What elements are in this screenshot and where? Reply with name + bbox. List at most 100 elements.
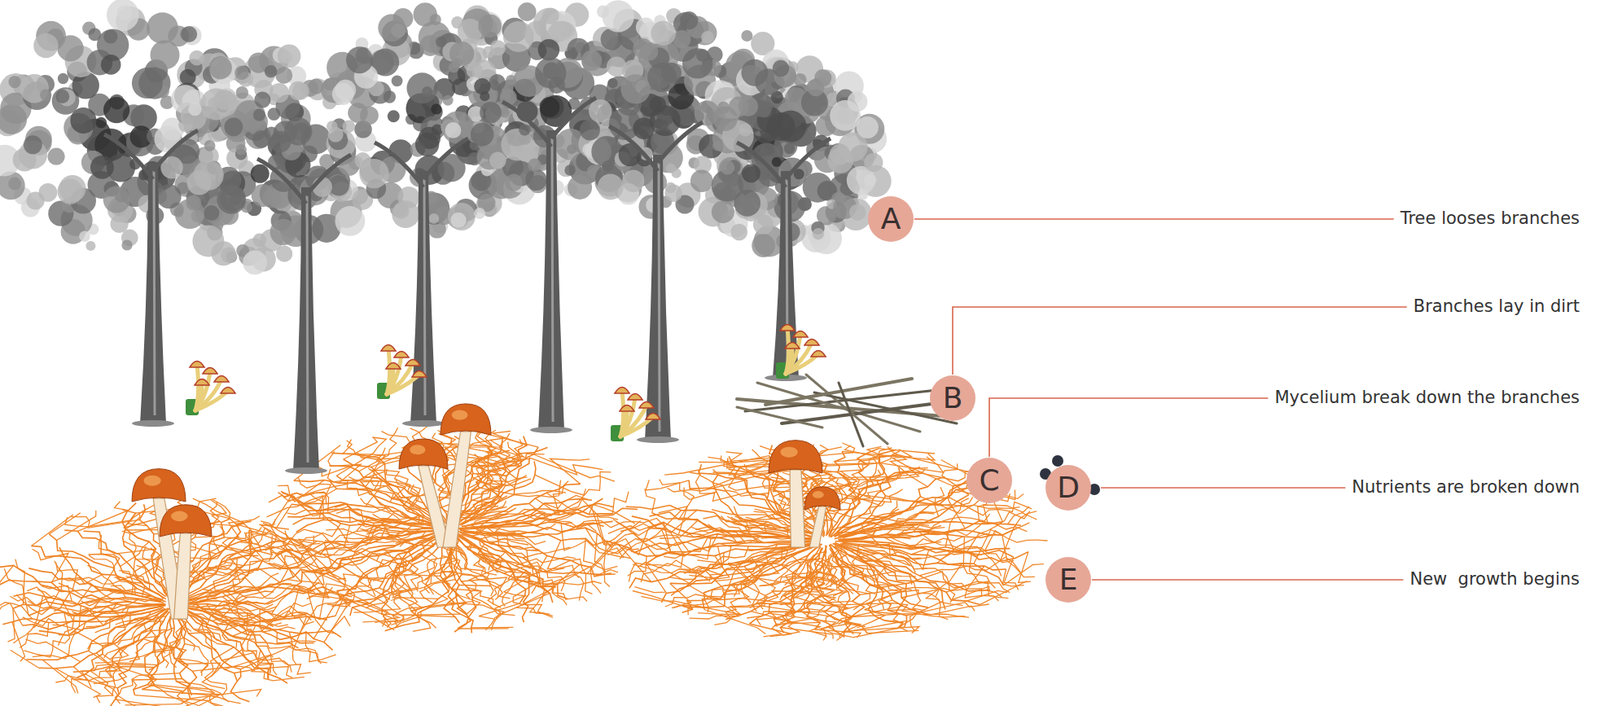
- mycelium-strand: [180, 569, 323, 603]
- mycelium-strand: [460, 568, 502, 587]
- tree-foliage: [606, 56, 627, 78]
- mycelium-strand: [0, 565, 14, 590]
- tree-root-shadow: [131, 420, 175, 427]
- mycelium-strand: [731, 513, 776, 521]
- tree-foliage: [445, 122, 462, 139]
- tree-branch: [657, 122, 703, 163]
- mycelium-strand: [448, 602, 505, 619]
- tree-root-shadow: [636, 436, 680, 443]
- tree-foliage: [473, 207, 486, 220]
- mycelium-strand: [688, 556, 729, 579]
- tree-foliage: [717, 101, 730, 114]
- mycelium-strand: [859, 587, 940, 597]
- tree-foliage: [479, 101, 502, 124]
- tree-foliage: [236, 144, 247, 155]
- mycelium-strand: [83, 530, 167, 599]
- mycelium-strand: [98, 534, 156, 554]
- branch-stick: [838, 382, 864, 447]
- mycelium-strand: [342, 440, 406, 459]
- mycelium-strand: [1002, 534, 1021, 573]
- mycelium-strand: [58, 605, 82, 636]
- mycelium-strand: [980, 581, 1028, 605]
- mycelium-strand: [456, 530, 612, 577]
- mycelium-strand: [492, 431, 528, 446]
- mycelium-strand: [336, 507, 388, 513]
- tree-foliage: [236, 86, 249, 99]
- tree-foliage: [538, 39, 560, 61]
- mycelium-strand: [633, 536, 811, 553]
- mycelium-strand: [232, 629, 293, 649]
- tree-foliage: [39, 183, 58, 202]
- mycelium-strand: [457, 503, 614, 529]
- mycelium-strand: [210, 499, 227, 522]
- mycelium-strand: [157, 614, 166, 654]
- tree-foliage: [57, 73, 69, 84]
- mycelium-strand: [28, 568, 162, 601]
- mycelium-strand: [258, 504, 292, 528]
- tree-foliage: [269, 83, 290, 103]
- mycelium-strand: [332, 532, 446, 607]
- mycelium-strand: [13, 596, 43, 644]
- tree-trunk: [293, 187, 320, 471]
- tree-foliage: [429, 13, 442, 26]
- tree-foliage: [106, 0, 140, 31]
- mycelium-strand: [670, 583, 692, 608]
- tree-branch: [374, 142, 424, 188]
- mycelium-strand: [844, 445, 879, 457]
- mycelium-strand: [359, 512, 395, 532]
- mycelium-strand: [742, 583, 768, 609]
- tree-foliage: [741, 164, 761, 184]
- tree-foliage: [517, 2, 537, 22]
- tree-foliage: [696, 48, 710, 62]
- tree-foliage: [131, 67, 163, 99]
- tree-foliage: [157, 184, 182, 209]
- mycelium-strand: [93, 642, 129, 684]
- tree-foliage: [335, 206, 366, 237]
- tree-foliage: [277, 44, 302, 69]
- mycelium-strand: [320, 522, 374, 556]
- mycelium-strand: [483, 462, 505, 500]
- mycelium-strand: [288, 529, 336, 548]
- tree-foliage: [193, 160, 224, 191]
- mycelium-strand: [232, 571, 255, 594]
- mycelium-strand: [346, 591, 391, 627]
- mycelium-strand: [323, 526, 377, 556]
- mycelium-strand: [240, 646, 321, 669]
- mycelium-strand: [61, 575, 135, 585]
- mycelium-strand: [828, 473, 860, 490]
- tree-foliage: [712, 140, 724, 152]
- mycelium-strand: [192, 666, 255, 671]
- mycelium-strand: [838, 528, 1017, 541]
- tree-foliage: [863, 173, 877, 187]
- mycelium-strand: [780, 544, 820, 633]
- tree-foliage: [539, 96, 561, 118]
- mycelium-strand: [867, 630, 919, 633]
- mycelium-strand: [516, 587, 556, 615]
- tree-foliage: [332, 83, 355, 106]
- mycelium-strand: [522, 547, 570, 558]
- mycelium-strand: [282, 492, 439, 527]
- tree-branch: [257, 158, 307, 204]
- mycelium-strand: [397, 564, 448, 611]
- mycelium-strand: [27, 596, 74, 622]
- mycelium-strand: [305, 631, 328, 663]
- tree-foliage: [489, 152, 507, 170]
- tree-foliage: [751, 233, 776, 258]
- mycelium-strand: [850, 469, 882, 505]
- mycelium-strand: [319, 583, 344, 620]
- tree-foliage: [647, 62, 677, 93]
- mycelium-strand: [343, 525, 387, 540]
- tree-foliage: [525, 169, 547, 191]
- tree-foliage: [188, 50, 205, 66]
- mycelium-strand: [596, 516, 642, 546]
- mycelium-strand: [929, 605, 975, 615]
- mycelium-strand: [283, 471, 385, 498]
- mycelium-strand: [861, 500, 897, 532]
- tree-foliage: [435, 36, 447, 48]
- mycelium-strand: [282, 523, 341, 550]
- tree-foliage: [733, 189, 761, 217]
- mycelium-strand: [464, 508, 614, 527]
- tree-foliage: [632, 38, 654, 59]
- tree-foliage: [477, 14, 502, 39]
- mycelium-strand: [792, 596, 833, 626]
